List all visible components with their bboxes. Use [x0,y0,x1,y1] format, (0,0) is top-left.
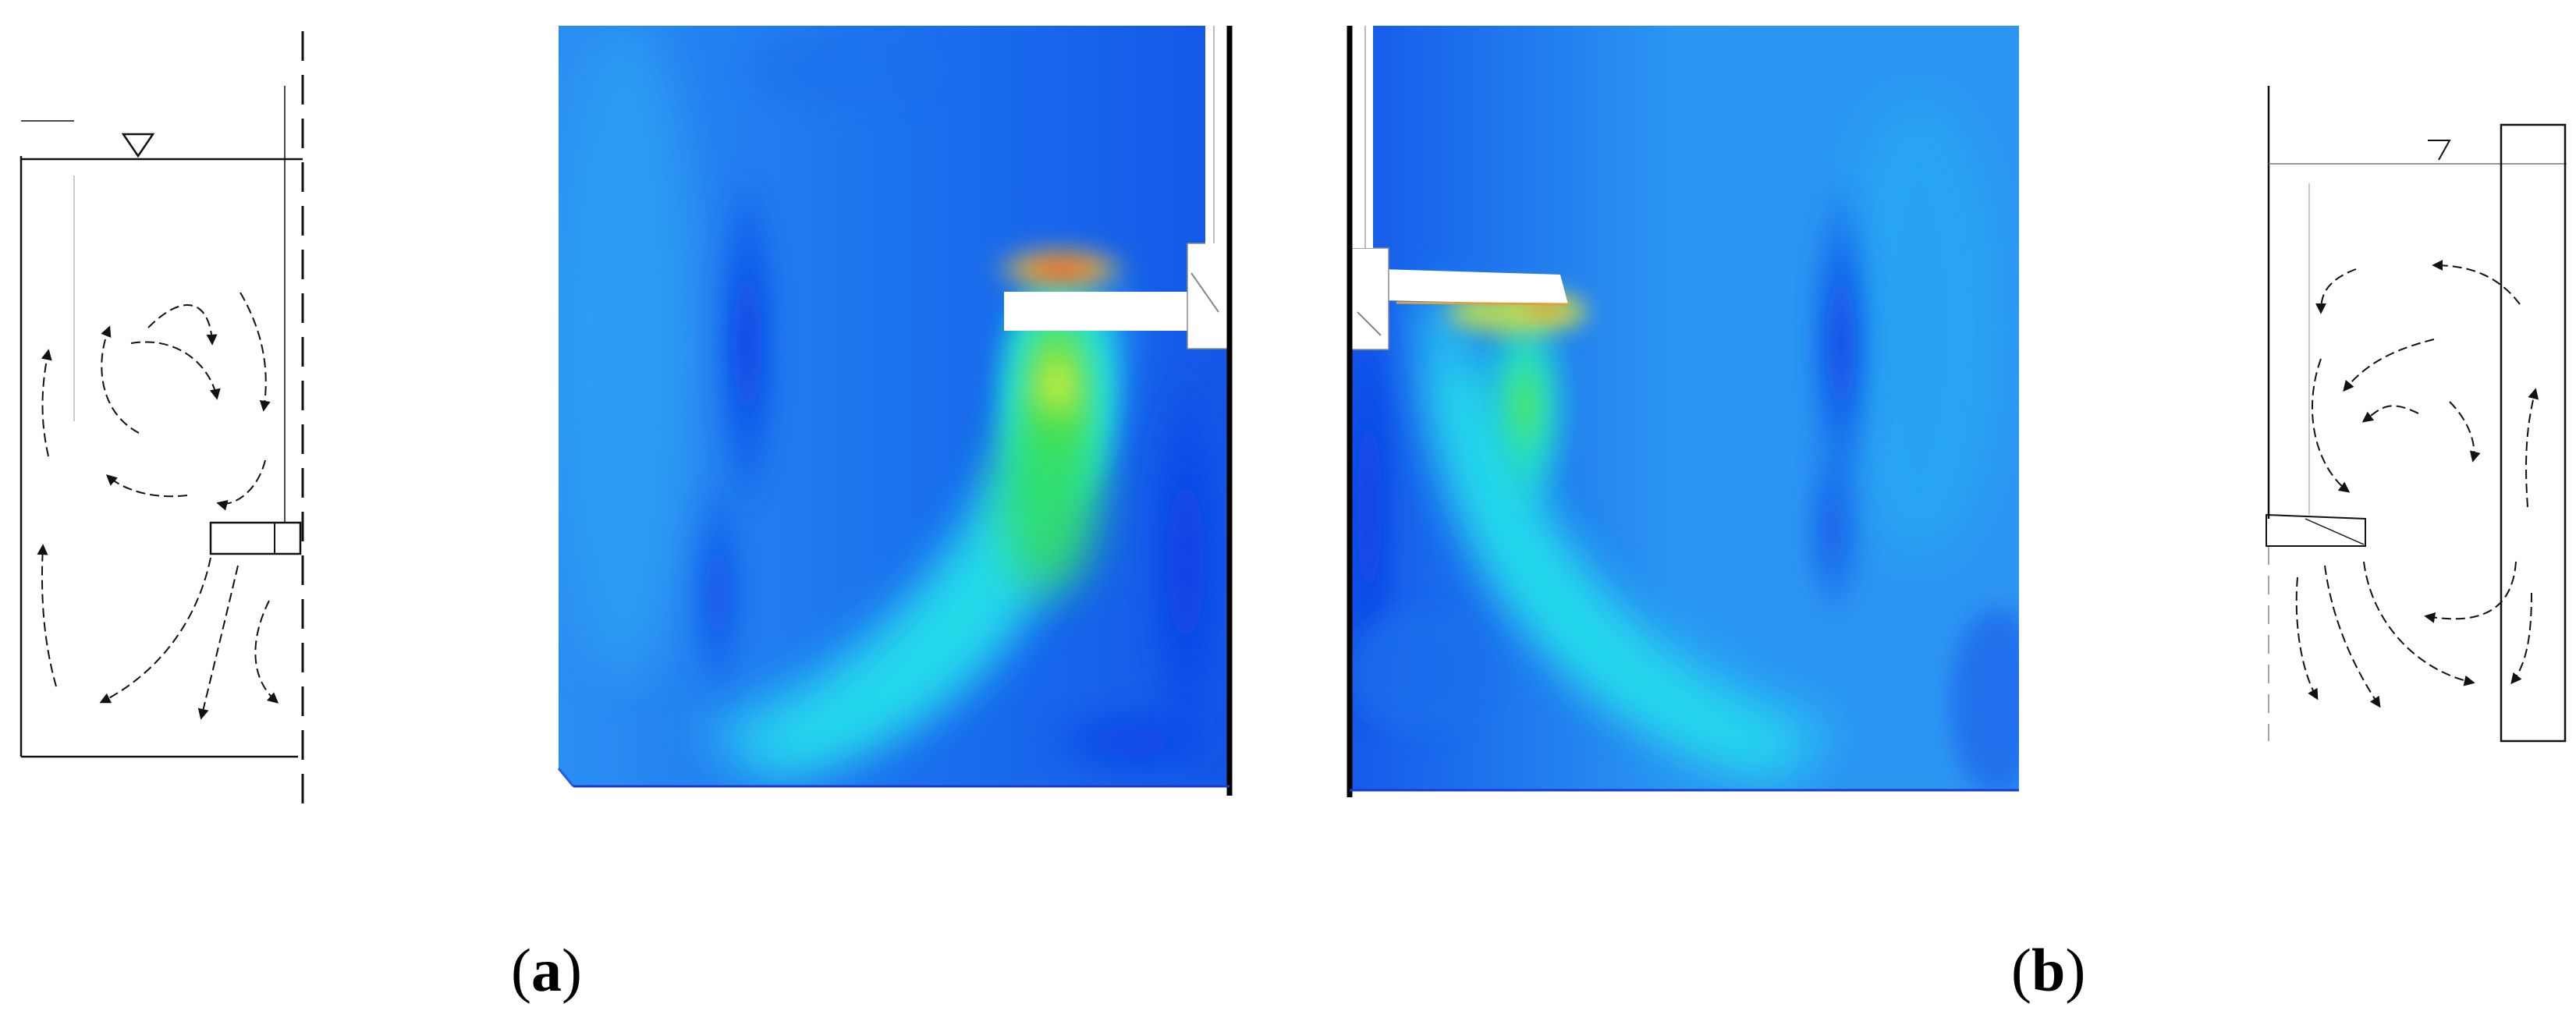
cfd-contour-b [1348,26,2019,790]
flow-arrow-icon [2424,561,2517,623]
flow-arrow-icon [99,557,211,704]
flow-arrow-icon [2343,339,2435,392]
flow-arrow-icon [2432,260,2521,305]
flow-arrow-icon [2324,565,2381,708]
water-level-triangle-icon [2428,140,2451,161]
nozzle-b [1381,269,1568,304]
schematic-a [20,31,304,803]
cfd-contour-a [559,26,1229,786]
flow-arrow-icon [41,349,52,457]
outer-wall-b [2500,123,2567,743]
panel-label-b: (b) [2011,936,2086,1004]
inlet-pipe [209,521,302,555]
flow-arrow-icon [2312,358,2351,493]
water-level-triangle-icon [121,133,155,158]
nozzle-a [1004,292,1191,331]
flow-arrow-icon [2363,561,2475,686]
flow-arrow-icon [37,544,57,687]
flow-arrows-b [2295,260,2539,708]
flow-arrow-icon [147,304,218,346]
schematic-b [2266,86,2567,743]
flow-arrow-icon [216,459,266,511]
panel-label-a: (a) [511,936,582,1004]
flow-arrow-icon [130,341,221,400]
flow-arrow-icon [254,600,279,704]
flow-arrow-icon [2295,576,2319,701]
flow-arrow-icon [105,474,188,498]
flow-arrow-icon [197,565,239,720]
flow-arrow-icon [2315,268,2357,314]
flow-arrow-icon [240,292,271,412]
flow-arrow-icon [2449,401,2481,463]
flow-arrow-icon [2361,405,2419,423]
inlet-box-b [1349,247,1389,350]
flow-arrows-a [37,292,279,720]
flow-arrow-icon [2510,592,2532,685]
inlet-nozzle-b [2266,513,2366,547]
flow-arrow-icon [2525,388,2539,508]
flow-arrow-icon [101,325,140,434]
